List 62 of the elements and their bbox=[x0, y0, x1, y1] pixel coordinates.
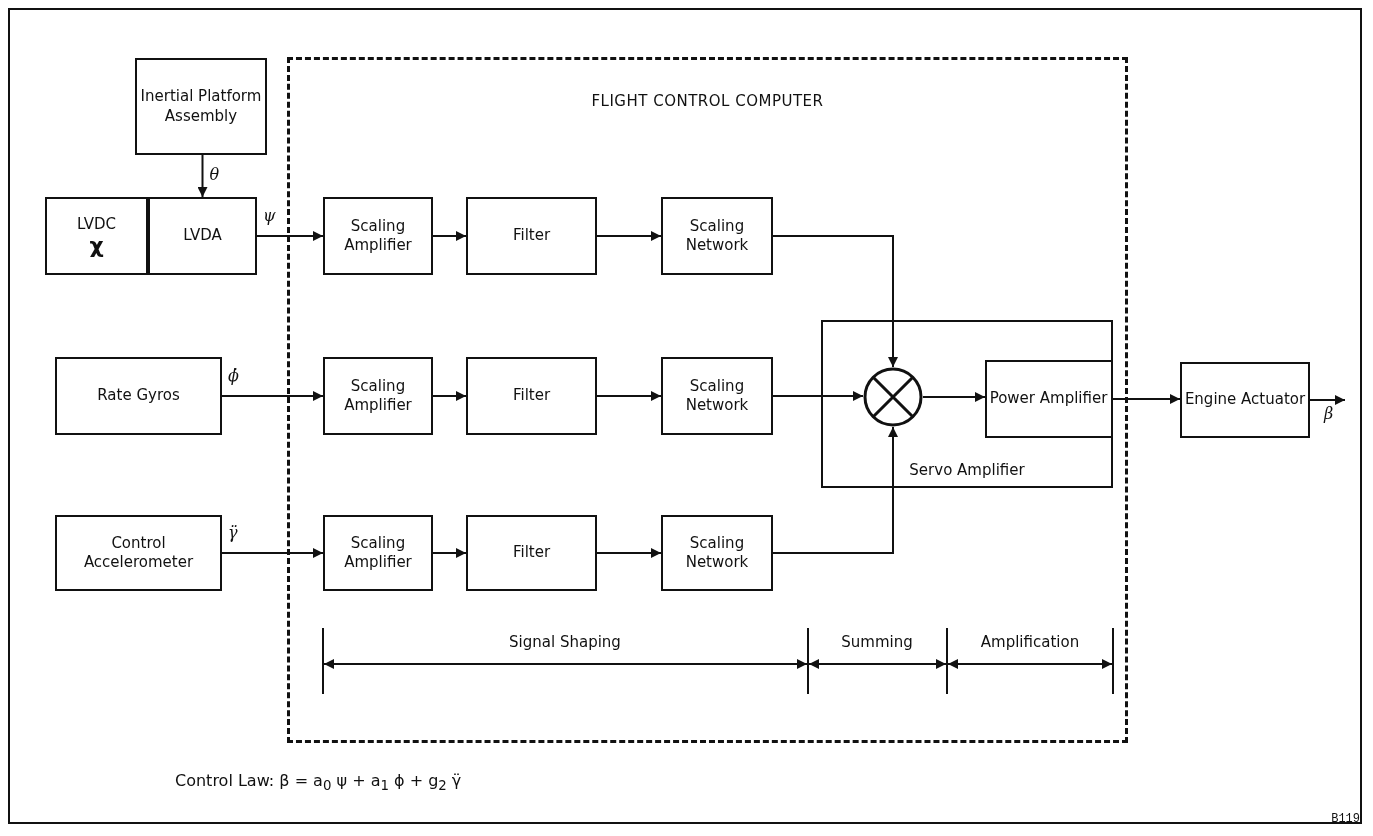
stage-label: Summing bbox=[841, 633, 913, 651]
box-label: LVDC bbox=[77, 215, 116, 235]
box-label: Inertial Platform Assembly bbox=[139, 87, 263, 126]
process-box bbox=[984, 359, 1113, 438]
box-label: Power Amplifier bbox=[989, 388, 1108, 409]
process-box bbox=[148, 197, 257, 275]
process-box bbox=[661, 197, 773, 275]
box-label: LVDA bbox=[183, 226, 222, 246]
equation-text: Control Law: β = a$_{0}$ ψ + a$_{1}$ ϕ + g$_{2}$ γ̈ bbox=[175, 771, 462, 794]
arrow bbox=[772, 391, 864, 401]
arrow bbox=[256, 231, 324, 241]
edge-label: γ̈ bbox=[227, 523, 239, 543]
process-box bbox=[1180, 362, 1310, 438]
arrow bbox=[596, 391, 662, 401]
process-box bbox=[466, 515, 597, 591]
arrow bbox=[1112, 394, 1181, 404]
box-label: Servo Amplifier bbox=[909, 460, 1025, 480]
process-box bbox=[45, 197, 148, 275]
arrow bbox=[1309, 395, 1346, 405]
process-box bbox=[466, 357, 597, 435]
process-box bbox=[466, 197, 597, 275]
process-box bbox=[135, 58, 267, 155]
box-label: Scaling Network bbox=[684, 376, 750, 416]
arrow bbox=[197, 154, 208, 198]
arrow bbox=[221, 391, 324, 401]
process-box bbox=[661, 357, 773, 435]
process-box bbox=[323, 197, 433, 275]
process-box bbox=[323, 357, 433, 435]
arrow bbox=[221, 548, 324, 558]
edge-label: β bbox=[1323, 404, 1335, 424]
arrow bbox=[432, 231, 467, 241]
process-box bbox=[323, 515, 433, 591]
arrow bbox=[922, 392, 986, 402]
summing-junction bbox=[862, 366, 923, 427]
stage-label: Amplification bbox=[980, 633, 1080, 651]
box-label: Scaling Network bbox=[684, 216, 750, 256]
box-label: Scaling Amplifier bbox=[343, 533, 413, 573]
box-label: Filter bbox=[512, 543, 551, 563]
arrow bbox=[772, 235, 898, 368]
process-box bbox=[55, 357, 222, 435]
arrow bbox=[432, 548, 467, 558]
box-label: Filter bbox=[512, 226, 551, 246]
arrow bbox=[772, 426, 898, 554]
symbol-label: χ bbox=[89, 234, 104, 257]
dashed-boundary bbox=[287, 57, 1128, 743]
box-label: Scaling Amplifier bbox=[343, 376, 413, 416]
arrow bbox=[596, 548, 662, 558]
edge-label: ϕ̇ bbox=[227, 366, 240, 386]
box-label: Scaling Network bbox=[684, 533, 750, 573]
stage-label: Signal Shaping bbox=[509, 633, 621, 651]
box-label: Scaling Amplifier bbox=[343, 216, 413, 256]
box-label: Filter bbox=[512, 386, 551, 406]
process-box bbox=[661, 515, 773, 591]
arrow bbox=[432, 391, 467, 401]
box-label: Rate Gyros bbox=[97, 386, 180, 406]
box-label: Control Accelerometer bbox=[82, 533, 195, 573]
group-title: FLIGHT CONTROL COMPUTER bbox=[591, 92, 824, 112]
process-box bbox=[55, 515, 222, 591]
amplifier-box bbox=[821, 320, 1113, 488]
box-label: Engine Actuator bbox=[1184, 390, 1306, 410]
arrow bbox=[596, 231, 662, 241]
figure-code: B119 bbox=[1331, 812, 1360, 826]
